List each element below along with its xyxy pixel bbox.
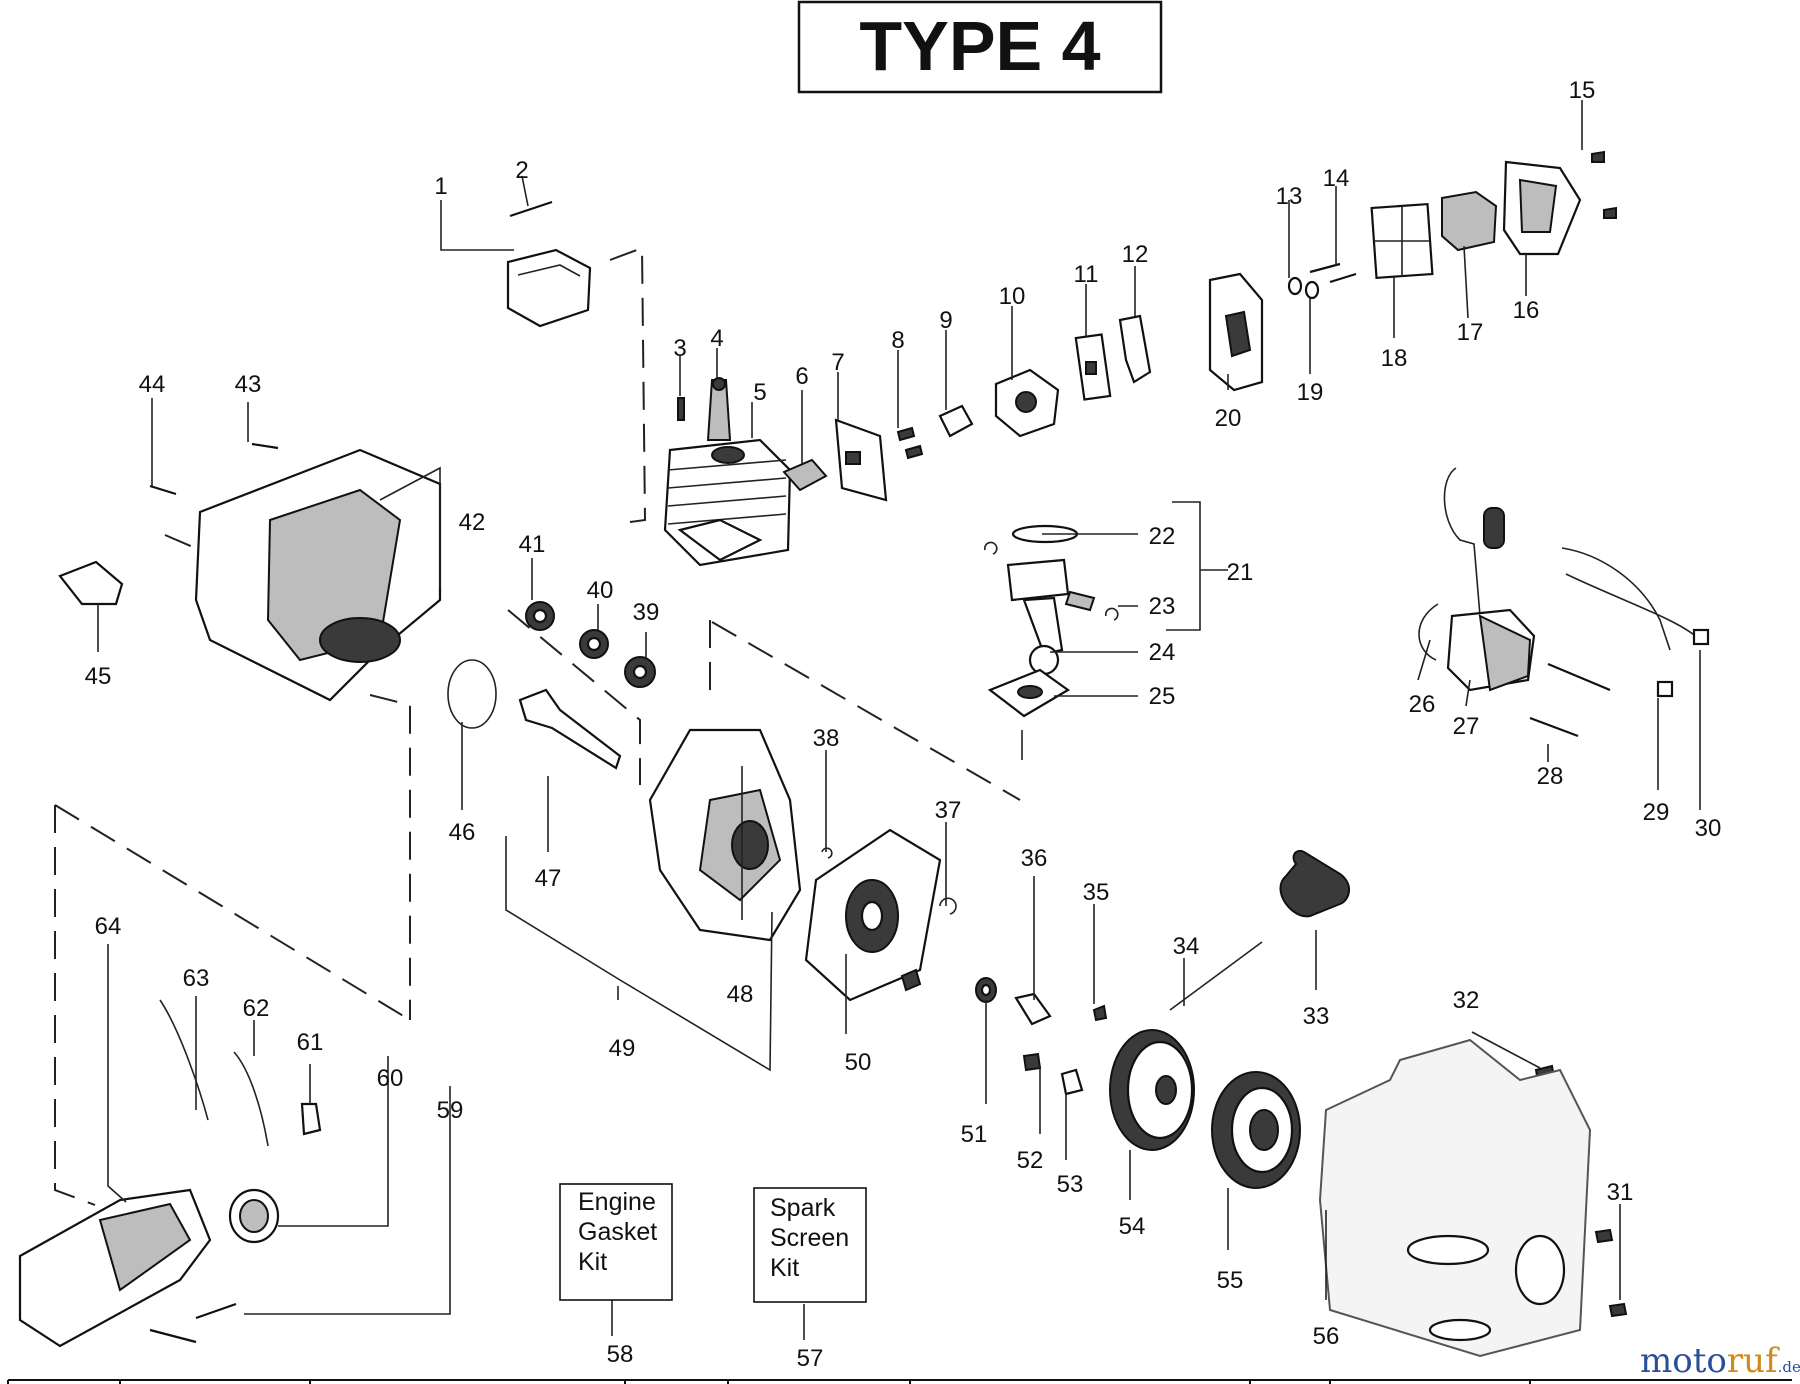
callout-51: 51	[961, 1121, 988, 1148]
callout-38: 38	[813, 725, 840, 752]
callout-57: 57	[797, 1345, 824, 1372]
kit-engine-gasket-line-2: Gasket	[578, 1218, 657, 1246]
callout-45: 45	[85, 663, 112, 690]
callout-numbers: 1 2 3 4 5 6 7 8 9 10 11 12 13 14 15 16 1…	[85, 77, 1722, 1350]
callout-8: 8	[891, 327, 904, 354]
watermark-logo: motoruf.de	[1640, 1341, 1800, 1381]
callout-39: 39	[633, 599, 660, 626]
kit-spark-screen-line-1: Spark	[770, 1194, 836, 1222]
callout-34: 34	[1173, 933, 1200, 960]
callout-6: 6	[795, 363, 808, 390]
callout-42: 42	[459, 509, 486, 536]
callout-62: 62	[243, 995, 270, 1022]
callout-17: 17	[1457, 319, 1484, 346]
callout-40: 40	[587, 577, 614, 604]
callout-9: 9	[939, 307, 952, 334]
callout-56: 56	[1313, 1323, 1340, 1350]
callout-23: 23	[1149, 593, 1176, 620]
callout-44: 44	[139, 371, 166, 398]
callout-33: 33	[1303, 1003, 1330, 1030]
callout-21: 21	[1227, 559, 1254, 586]
callout-2: 2	[515, 157, 528, 184]
callout-50: 50	[845, 1049, 872, 1076]
callout-30: 30	[1695, 815, 1722, 842]
callout-19: 19	[1297, 379, 1324, 406]
callout-52: 52	[1017, 1147, 1044, 1174]
callout-25: 25	[1149, 683, 1176, 710]
callout-29: 29	[1643, 799, 1670, 826]
callout-35: 35	[1083, 879, 1110, 906]
callout-48: 48	[727, 981, 754, 1008]
callout-12: 12	[1122, 241, 1149, 268]
kit-spark-screen: Spark Screen Kit 57	[753, 1187, 867, 1372]
callout-41: 41	[519, 531, 546, 558]
callout-32: 32	[1453, 987, 1480, 1014]
kit-engine-gasket-line-3: Kit	[578, 1248, 607, 1276]
title-box: TYPE 4	[797, 0, 1163, 94]
callout-64: 64	[95, 913, 122, 940]
callout-4: 4	[710, 325, 723, 352]
table-frame	[7, 1379, 1792, 1384]
kit-spark-screen-line-3: Kit	[770, 1254, 799, 1282]
callout-43: 43	[235, 371, 262, 398]
callout-18: 18	[1381, 345, 1408, 372]
callout-13: 13	[1276, 183, 1303, 210]
kit-engine-gasket-line-1: Engine	[578, 1188, 656, 1216]
dashed-guides	[54, 246, 1021, 1206]
callout-16: 16	[1513, 297, 1540, 324]
kit-engine-gasket: Engine Gasket Kit 58	[559, 1183, 673, 1368]
leader-lines	[97, 100, 1701, 1340]
callout-53: 53	[1057, 1171, 1084, 1198]
callout-3: 3	[673, 335, 686, 362]
callout-59: 59	[437, 1097, 464, 1124]
callout-1: 1	[434, 173, 447, 200]
callout-61: 61	[297, 1029, 324, 1056]
watermark-part-b: ruf	[1727, 1341, 1780, 1381]
watermark-part-a: moto	[1640, 1341, 1727, 1381]
callout-20: 20	[1215, 405, 1242, 432]
callout-37: 37	[935, 797, 962, 824]
diagram-title: TYPE 4	[859, 7, 1100, 85]
callout-31: 31	[1607, 1179, 1634, 1206]
callout-60: 60	[377, 1065, 404, 1092]
crankshaft-part	[518, 688, 622, 770]
starter-handle-part	[1279, 850, 1350, 918]
callout-26: 26	[1409, 691, 1436, 718]
callout-14: 14	[1323, 165, 1350, 192]
callout-5: 5	[753, 379, 766, 406]
callout-22: 22	[1149, 523, 1176, 550]
callout-11: 11	[1074, 261, 1099, 288]
callout-15: 15	[1569, 77, 1596, 104]
callout-24: 24	[1149, 639, 1176, 666]
callout-63: 63	[183, 965, 210, 992]
callout-46: 46	[449, 819, 476, 846]
watermark-suffix: .de	[1778, 1358, 1800, 1376]
callout-7: 7	[831, 349, 844, 376]
callout-27: 27	[1453, 713, 1480, 740]
callout-10: 10	[999, 283, 1026, 310]
kit-spark-screen-line-2: Screen	[770, 1224, 849, 1252]
callout-47: 47	[535, 865, 562, 892]
callout-55: 55	[1217, 1267, 1244, 1294]
muffler-shield-part	[506, 248, 592, 328]
callout-36: 36	[1021, 845, 1048, 872]
callout-28: 28	[1537, 763, 1564, 790]
starter-housing-part	[1318, 1038, 1592, 1358]
callout-49: 49	[609, 1035, 636, 1062]
watermark-text: motoruf.de	[1640, 1341, 1800, 1381]
callout-58: 58	[607, 1341, 634, 1368]
callout-54: 54	[1119, 1213, 1146, 1240]
parts	[18, 150, 1710, 1358]
